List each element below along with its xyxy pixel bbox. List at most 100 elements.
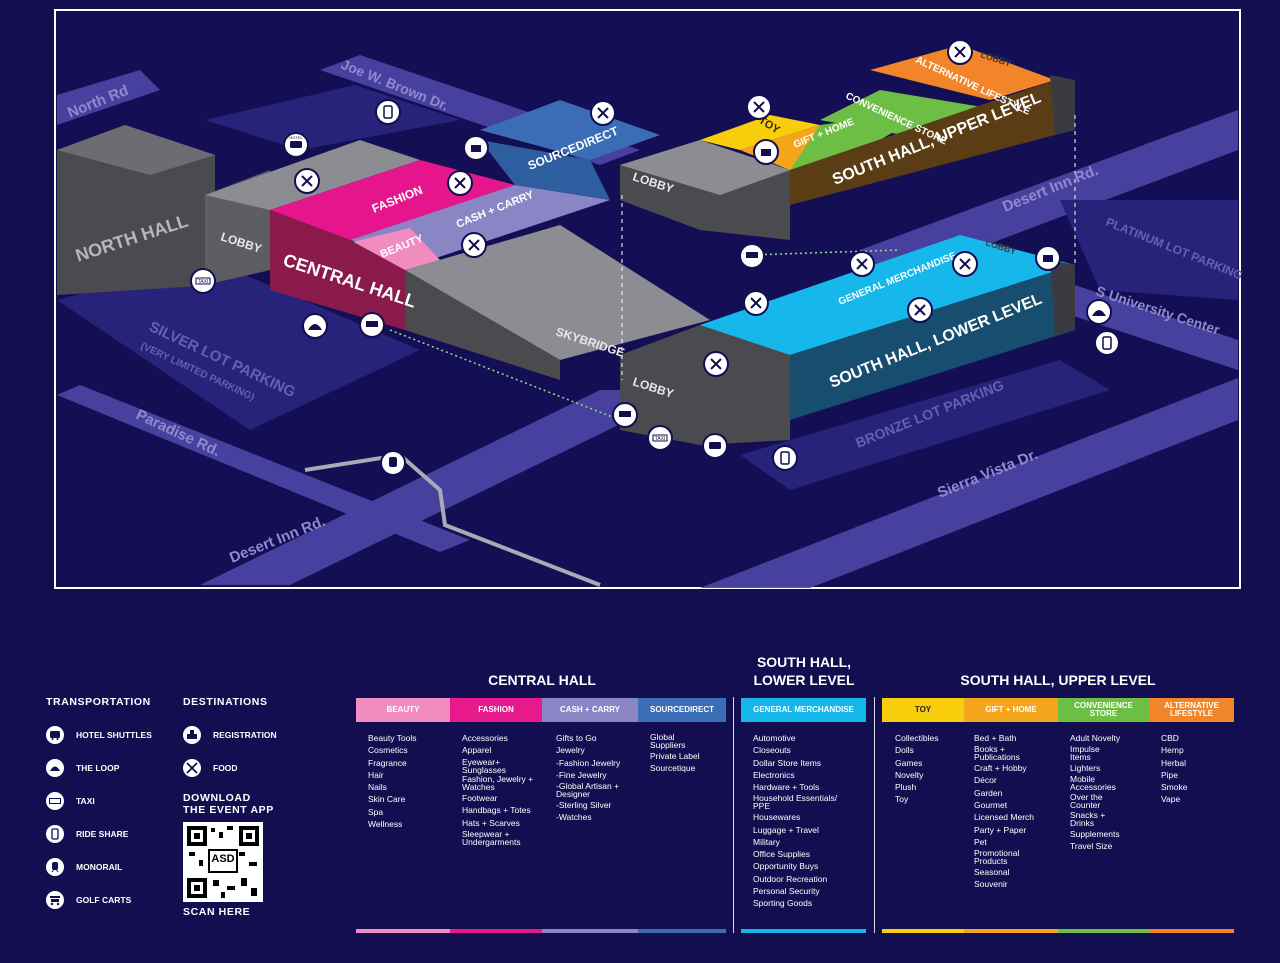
list-item: Party + Paper: [974, 824, 1027, 835]
list-item: Nails: [368, 782, 387, 793]
list-item: Gifts to Go: [556, 733, 597, 743]
food-icon: [468, 239, 480, 251]
app-title-2: THE EVENT APP: [183, 804, 274, 816]
color-bar: [882, 929, 964, 933]
legend-item-taxi: TAXI: [46, 784, 166, 817]
legend-label: HOTEL SHUTTLES: [76, 729, 152, 740]
legend-item-monorail: MONORAIL: [46, 850, 166, 883]
list-item: Office Supplies: [753, 849, 811, 860]
food-icon: [301, 175, 313, 187]
monorail-icon: [389, 457, 397, 467]
food-icon: [914, 304, 926, 316]
header-sourcedirect: SOURCEDIRECT: [638, 698, 726, 722]
color-bar: [356, 929, 450, 933]
qr-code[interactable]: ASD: [183, 822, 263, 902]
list-item: Spa: [368, 806, 384, 817]
list-item: Licensed Merch: [974, 812, 1035, 823]
list-item: Dolls: [895, 745, 914, 756]
list-item: Toy: [895, 794, 909, 805]
list-item: -Sterling Silver: [556, 799, 612, 810]
list-item: Herbal: [1161, 757, 1187, 768]
list-item: Fragrance: [368, 757, 407, 768]
shuttle-icon: [709, 442, 721, 449]
rideshare-icon: [383, 105, 393, 119]
list-item: Books + Publications: [974, 744, 1020, 763]
list-item: Snacks + Drinks: [1070, 809, 1106, 828]
food-icon: [959, 258, 971, 270]
list-item: Global Suppliers: [650, 732, 686, 750]
divider: [733, 697, 734, 933]
header-cash-carry: CASH + CARRY: [542, 698, 638, 722]
south-lower-title: SOUTH HALL, LOWER LEVEL: [740, 653, 868, 689]
list-item: Wellness: [368, 819, 403, 830]
list-gift-home: Bed + Bath Books + Publications Craft + …: [974, 733, 1056, 892]
list-item: Hardware + Tools: [753, 782, 820, 793]
venue-map: North Rd Joe W. Brown Dr. Desert Inn Rd.…: [54, 9, 1245, 589]
app-title-1: DOWNLOAD: [183, 792, 251, 804]
roads: [57, 55, 1238, 588]
registration-icon: [761, 149, 771, 156]
list-item: Pet: [974, 836, 987, 847]
legend-item-ride-share: RIDE SHARE: [46, 817, 166, 850]
list-item: Vape: [1161, 794, 1181, 805]
south-lower-title-line2: LOWER LEVEL: [753, 672, 855, 688]
destinations-legend: DESTINATIONS REGISTRATION FOOD DOWNLOAD …: [183, 696, 293, 928]
list-beauty: Beauty Tools Cosmetics Fragrance Hair Na…: [368, 733, 446, 831]
list-item: Dollar Store Items: [753, 757, 822, 768]
header-toy: TOY: [882, 698, 964, 722]
loop-icon: [308, 324, 322, 330]
list-item: Pipe: [1161, 769, 1179, 780]
legend-label: RIDE SHARE: [76, 828, 129, 839]
food-icon: [597, 107, 609, 119]
header-fashion: FASHION: [450, 698, 542, 722]
list-item: Novelty: [895, 769, 924, 780]
sourcedirect-zone: [480, 100, 660, 160]
list-item: Household Essentials/ PPE: [753, 793, 838, 812]
list-item: Hair: [368, 769, 384, 780]
list-sourcedirect: Global Suppliers Private Label Sourcetiq…: [650, 733, 722, 775]
taxi-label: TAXI: [655, 436, 666, 442]
list-item: Opportunity Buys: [753, 861, 819, 872]
south-upper-title: SOUTH HALL, UPPER LEVEL: [960, 672, 1156, 688]
food-icon: [856, 258, 868, 270]
rideshare-icon: [780, 451, 790, 465]
map-pins: HOTEL TAXI TAXI: [190, 39, 1120, 476]
list-item: Garden: [974, 787, 1003, 798]
list-fashion: Accessories Apparel Eyewear+ Sunglasses …: [462, 733, 540, 848]
list-item: Skin Care: [368, 794, 406, 805]
qr-label: ASD: [211, 853, 235, 865]
list-item: Accessories: [462, 733, 508, 743]
general-merch-zone: [700, 235, 1075, 355]
list-item: Over the Counter: [1070, 792, 1103, 811]
list-item: Outdoor Recreation: [753, 873, 828, 884]
list-item: Hemp: [1161, 745, 1184, 756]
divider: [874, 697, 875, 933]
list-item: CBD: [1161, 733, 1179, 743]
list-item: -Fashion Jewelry: [556, 757, 621, 768]
list-item: Cosmetics: [368, 745, 408, 756]
header-convenience-store: CONVENIENCE STORE: [1058, 698, 1149, 722]
list-item: Handbags + Totes: [462, 805, 531, 816]
list-item: Eyewear+ Sunglasses: [462, 756, 506, 775]
list-item: Fashion, Jewelry + Watches: [462, 774, 534, 793]
list-item: Lighters: [1070, 763, 1101, 774]
list-item: Luggage + Travel: [753, 824, 819, 835]
list-item: Décor: [974, 775, 997, 786]
legend-label: FOOD: [213, 762, 238, 773]
list-alternative-lifestyle: CBD Hemp Herbal Pipe Smoke Vape: [1161, 733, 1231, 807]
alt-lifestyle-zone: [870, 45, 1055, 100]
south-hall-upper-block: [790, 80, 1055, 205]
header-gift-home: GIFT + HOME: [964, 698, 1058, 722]
golf-cart-icon: [746, 252, 758, 258]
registration-icon: [1043, 255, 1053, 262]
registration-icon: [471, 145, 481, 152]
rideshare-icon: [46, 824, 64, 843]
list-item: Travel Size: [1070, 841, 1113, 852]
registration-icon: [183, 725, 201, 744]
south-hall-lower-block: [790, 265, 1075, 420]
color-bar: [741, 929, 866, 933]
loop-icon: [1092, 310, 1106, 316]
list-item: Collectibles: [895, 733, 939, 743]
transportation-title: TRANSPORTATION: [46, 696, 151, 708]
list-item: Closeouts: [753, 745, 791, 756]
